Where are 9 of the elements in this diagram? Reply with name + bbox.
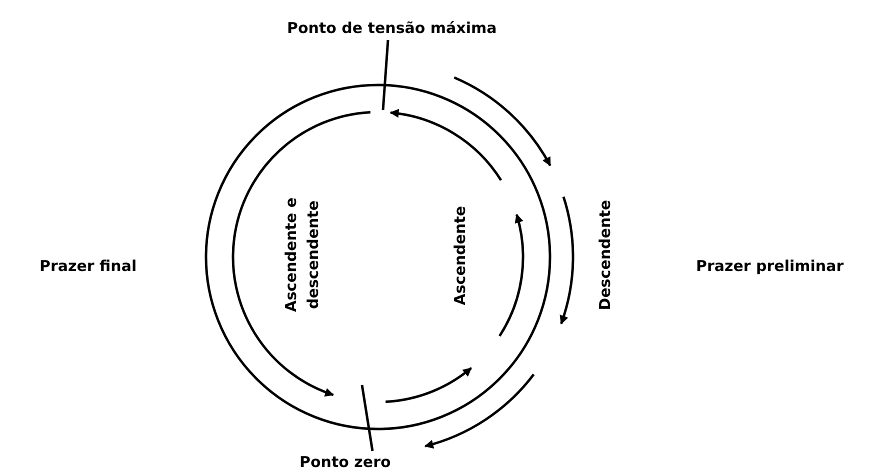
phase-label: Ascendente e descendente (281, 196, 323, 314)
point-label: Ponto zero (300, 452, 391, 472)
phase-label: Ascendente (450, 206, 470, 305)
leader-line (360, 384, 374, 452)
leader-line (382, 40, 390, 110)
phase-label: Descendente (595, 200, 615, 310)
stage-label: Prazer preliminar (696, 256, 844, 276)
stage-label: Prazer final (40, 256, 137, 276)
point-label: Ponto de tensão máxima (287, 18, 497, 38)
